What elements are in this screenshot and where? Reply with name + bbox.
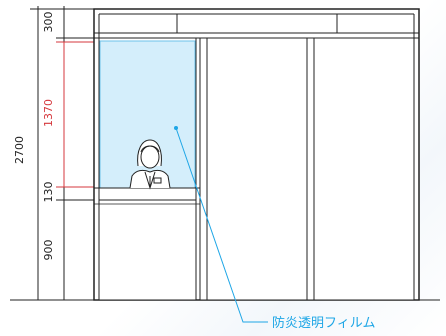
- overall-dimension-label: 2700: [13, 136, 26, 164]
- counter-block: [98, 199, 197, 301]
- callout-label: 防炎透明フィルム: [272, 315, 375, 331]
- post-right: [306, 37, 315, 301]
- callout-dot: [174, 126, 178, 130]
- sliding-panel-middle: [206, 37, 308, 301]
- gap-dimension-label: 130: [42, 182, 55, 203]
- sliding-panel-right: [313, 37, 415, 301]
- staff-figure-icon: [129, 139, 171, 190]
- bottom-dimension-label: 900: [42, 240, 55, 261]
- film-dimension-label: 1370: [42, 99, 55, 127]
- callout-leader-line: [175, 127, 268, 323]
- header-panel: [176, 13, 338, 34]
- post-left: [199, 37, 208, 301]
- top-dimension-label: 300: [42, 12, 55, 33]
